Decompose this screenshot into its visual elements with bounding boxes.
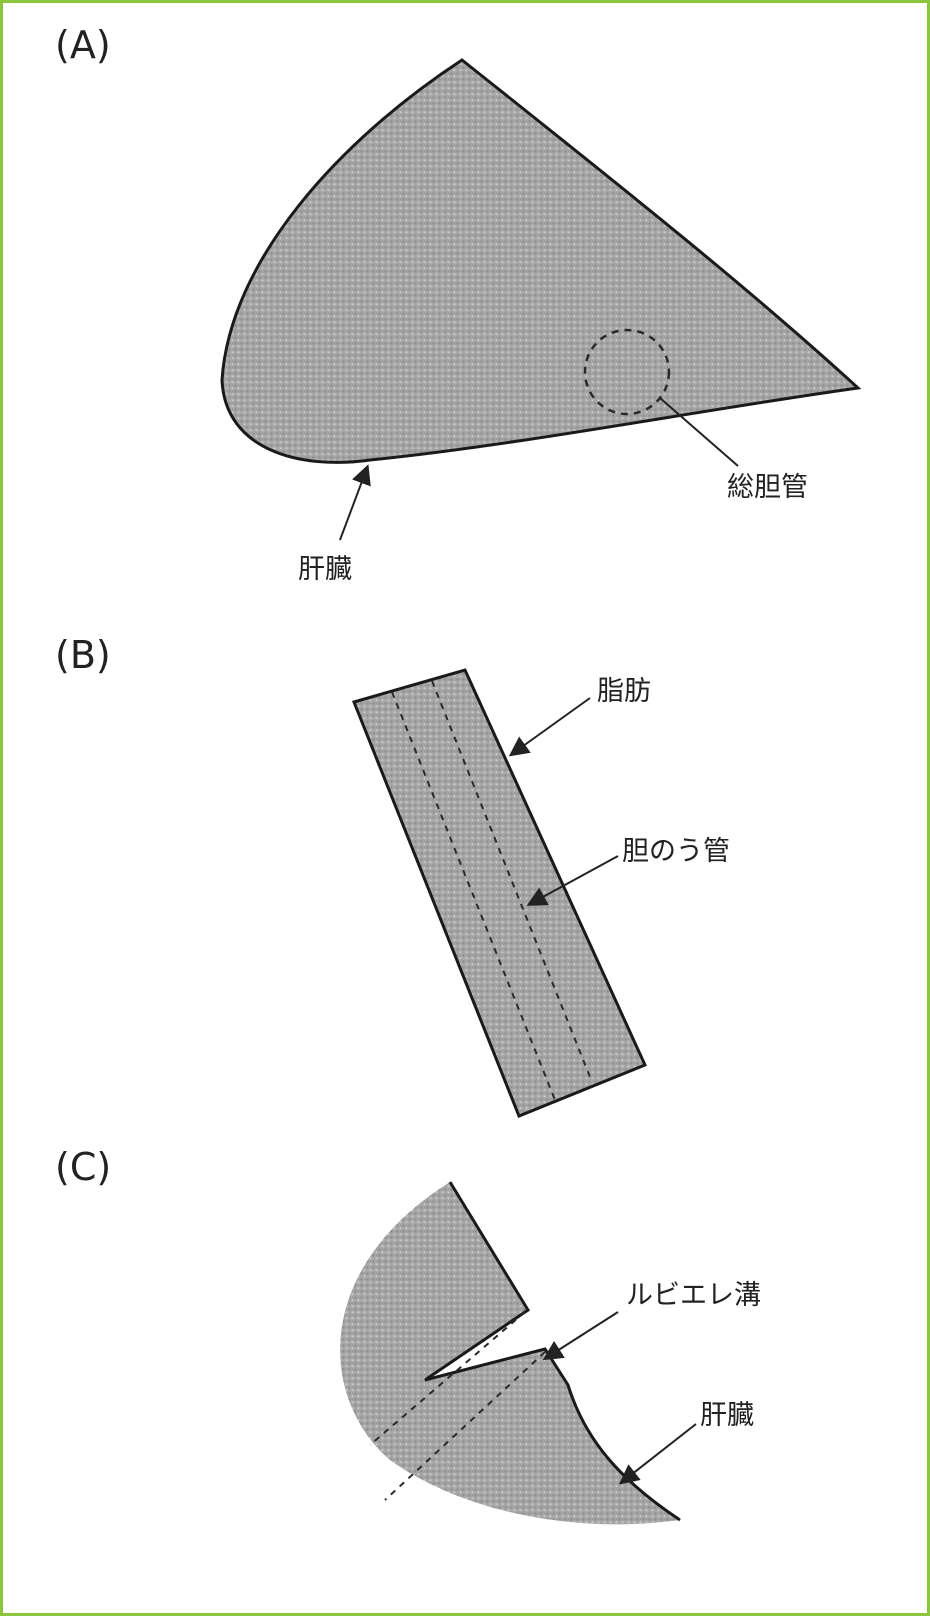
liver-with-sulcus-shape: [340, 1182, 680, 1525]
cystic-duct-label: 胆のう管: [622, 836, 730, 867]
liver-label-c: 肝臓: [700, 1400, 754, 1431]
liver-arrow-c: [618, 1423, 697, 1485]
panel-a: (A) 総胆管 肝臓: [55, 23, 862, 585]
fat-arrow: [508, 697, 591, 757]
sulcus-groove-line-upper: [369, 1311, 526, 1446]
panel-b: (B) 脂肪 胆のう管: [55, 633, 730, 1118]
duct-leader-line: [659, 397, 739, 467]
cystic-duct-arrow: [526, 855, 619, 906]
common-bile-duct-circle: [583, 328, 671, 416]
common-bile-duct-label: 総胆管: [727, 472, 808, 503]
sulcus-groove-line-lower: [384, 1351, 546, 1501]
cystic-duct-line-left: [391, 691, 556, 1101]
liver-arrow-a: [339, 464, 371, 541]
liver-outline-c: [424, 1181, 681, 1522]
fat-label: 脂肪: [597, 676, 651, 707]
sulcus-arrow: [542, 1311, 619, 1361]
rouviere-sulcus-label: ルビエレ溝: [626, 1280, 761, 1311]
panel-c: (C) ルビエレ溝 肝臓: [55, 1145, 761, 1525]
fat-strip: [351, 668, 648, 1118]
liver-segment-shape: [220, 58, 862, 464]
panel-b-label: (B): [55, 633, 111, 677]
liver-label-a: 肝臓: [298, 554, 352, 585]
panel-a-label: (A): [55, 23, 111, 67]
panel-c-label: (C): [55, 1145, 111, 1189]
